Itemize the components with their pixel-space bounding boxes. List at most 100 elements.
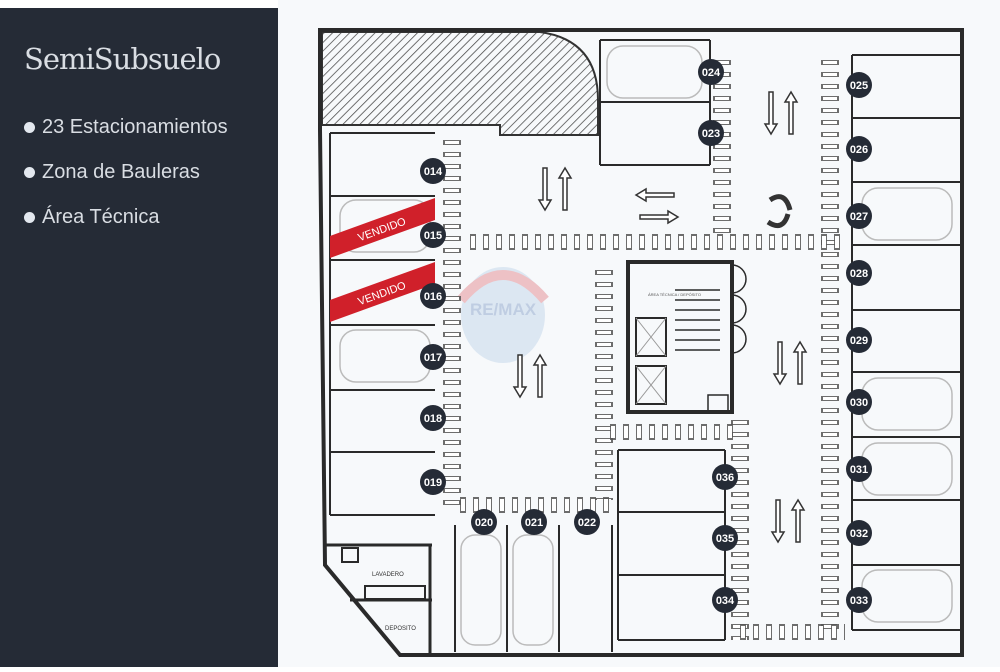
- car-icon: [861, 377, 953, 431]
- spot-badge: [846, 260, 872, 286]
- car-icon: [606, 45, 703, 99]
- parking-spot-023[interactable]: 023: [698, 120, 724, 146]
- bullet-icon: [24, 167, 35, 178]
- svg-text:LAVADERO: LAVADERO: [372, 572, 404, 578]
- spot-badge: [471, 509, 497, 535]
- feature-label: Zona de Bauleras: [42, 161, 200, 183]
- spot-badge: [420, 469, 446, 495]
- ramp-hatched-area: [321, 31, 599, 136]
- parking-spot-016[interactable]: 016: [420, 283, 446, 309]
- sold-banner: VENDIDO: [330, 198, 435, 258]
- parking-spot-035[interactable]: 035: [712, 525, 738, 551]
- spot-badge: [420, 344, 446, 370]
- spot-number: 019: [424, 477, 442, 489]
- arrow-up-icon: [783, 90, 799, 135]
- car-icon: [339, 329, 431, 383]
- car-icon: [861, 569, 953, 623]
- spot-badge: [846, 327, 872, 353]
- feature-label: 23 Estacionamientos: [42, 116, 228, 138]
- parking-spot-014[interactable]: 014: [420, 158, 446, 184]
- parking-spot-034[interactable]: 034: [712, 587, 738, 613]
- feature-label: Área Técnica: [42, 206, 160, 228]
- car-icon: [512, 534, 554, 646]
- arrow-down-icon: [763, 91, 779, 136]
- car-icon: [460, 534, 502, 646]
- parking-spot-024[interactable]: 024: [698, 59, 724, 85]
- spot-badge: [521, 509, 547, 535]
- arrow-down-icon: [512, 354, 528, 399]
- parking-spot-025[interactable]: 025: [846, 72, 872, 98]
- parking-spot-020[interactable]: 020: [471, 509, 497, 535]
- level-title: SemiSubsuelo: [24, 42, 221, 76]
- parking-spot-021[interactable]: 021: [521, 509, 547, 535]
- parking-spot-030[interactable]: 030: [846, 389, 872, 415]
- spot-number: 023: [702, 128, 720, 140]
- parking-stalls: [329, 39, 960, 652]
- spot-number: 032: [850, 528, 868, 540]
- spot-number: 030: [850, 397, 868, 409]
- spot-badge: [420, 405, 446, 431]
- spot-badge: [420, 222, 446, 248]
- spot-badge: [846, 203, 872, 229]
- svg-text:RE/MAX: RE/MAX: [470, 300, 537, 319]
- arrow-up-icon: [532, 353, 548, 398]
- spot-number: 017: [424, 352, 442, 364]
- spot-number: 016: [424, 291, 442, 303]
- spot-number: 029: [850, 335, 868, 347]
- parking-spot-019[interactable]: 019: [420, 469, 446, 495]
- parking-spot-015[interactable]: 015: [420, 222, 446, 248]
- parking-spot-036[interactable]: 036: [712, 464, 738, 490]
- parking-spot-022[interactable]: 022: [574, 509, 600, 535]
- arrow-down-icon: [770, 499, 786, 544]
- spot-badge: [846, 389, 872, 415]
- feature-parking: 23 Estacionamientos: [24, 116, 228, 139]
- spot-number: 015: [424, 230, 442, 242]
- spot-badge: [574, 509, 600, 535]
- feature-storage: Zona de Bauleras: [24, 161, 200, 184]
- spot-number: 034: [716, 595, 735, 607]
- spot-badge: [712, 587, 738, 613]
- sold-banner: VENDIDO: [330, 262, 435, 322]
- arrow-up-icon: [790, 498, 806, 543]
- spot-number: 031: [850, 464, 868, 476]
- parking-spot-017[interactable]: 017: [420, 344, 446, 370]
- floor-plan: RE/MAX ÁREA TÉCNICA / DEPÓSITO LAVADERO …: [278, 0, 1000, 667]
- spot-number: 024: [702, 67, 721, 79]
- parking-spot-026[interactable]: 026: [846, 136, 872, 162]
- spot-number: 021: [525, 517, 543, 529]
- bullet-icon: [24, 122, 35, 133]
- spot-badge: [846, 456, 872, 482]
- parking-spot-033[interactable]: 033: [846, 587, 872, 613]
- spot-number: 026: [850, 144, 868, 156]
- feature-technical: Área Técnica: [24, 206, 159, 229]
- parking-spot-028[interactable]: 028: [846, 260, 872, 286]
- parking-spot-032[interactable]: 032: [846, 520, 872, 546]
- spot-badge: [846, 520, 872, 546]
- spot-badge: [846, 72, 872, 98]
- sidebar: SemiSubsuelo 23 Estacionamientos Zona de…: [0, 8, 278, 667]
- turn-arrow-icon: [768, 194, 793, 211]
- spot-badge: [420, 283, 446, 309]
- bullet-icon: [24, 212, 35, 223]
- svg-text:DEPOSITO: DEPOSITO: [385, 626, 416, 632]
- turn-arrow-icon: [766, 213, 791, 229]
- parking-spot-018[interactable]: 018: [420, 405, 446, 431]
- spot-badge: [420, 158, 446, 184]
- spot-number: 014: [424, 166, 443, 178]
- spot-badge: [698, 120, 724, 146]
- outer-wall: [318, 28, 964, 657]
- parking-spot-027[interactable]: 027: [846, 203, 872, 229]
- arrow-right-icon: [639, 209, 680, 225]
- spot-number: 018: [424, 413, 442, 425]
- arrow-up-icon: [557, 166, 573, 211]
- parking-spot-029[interactable]: 029: [846, 327, 872, 353]
- arrow-left-icon: [634, 187, 675, 203]
- spot-badge: [846, 136, 872, 162]
- car-icon: [861, 442, 953, 496]
- parking-spot-031[interactable]: 031: [846, 456, 872, 482]
- spot-number: 028: [850, 268, 868, 280]
- spot-badge: [712, 464, 738, 490]
- traffic-arrows: [512, 90, 808, 544]
- spot-number: 027: [850, 211, 868, 223]
